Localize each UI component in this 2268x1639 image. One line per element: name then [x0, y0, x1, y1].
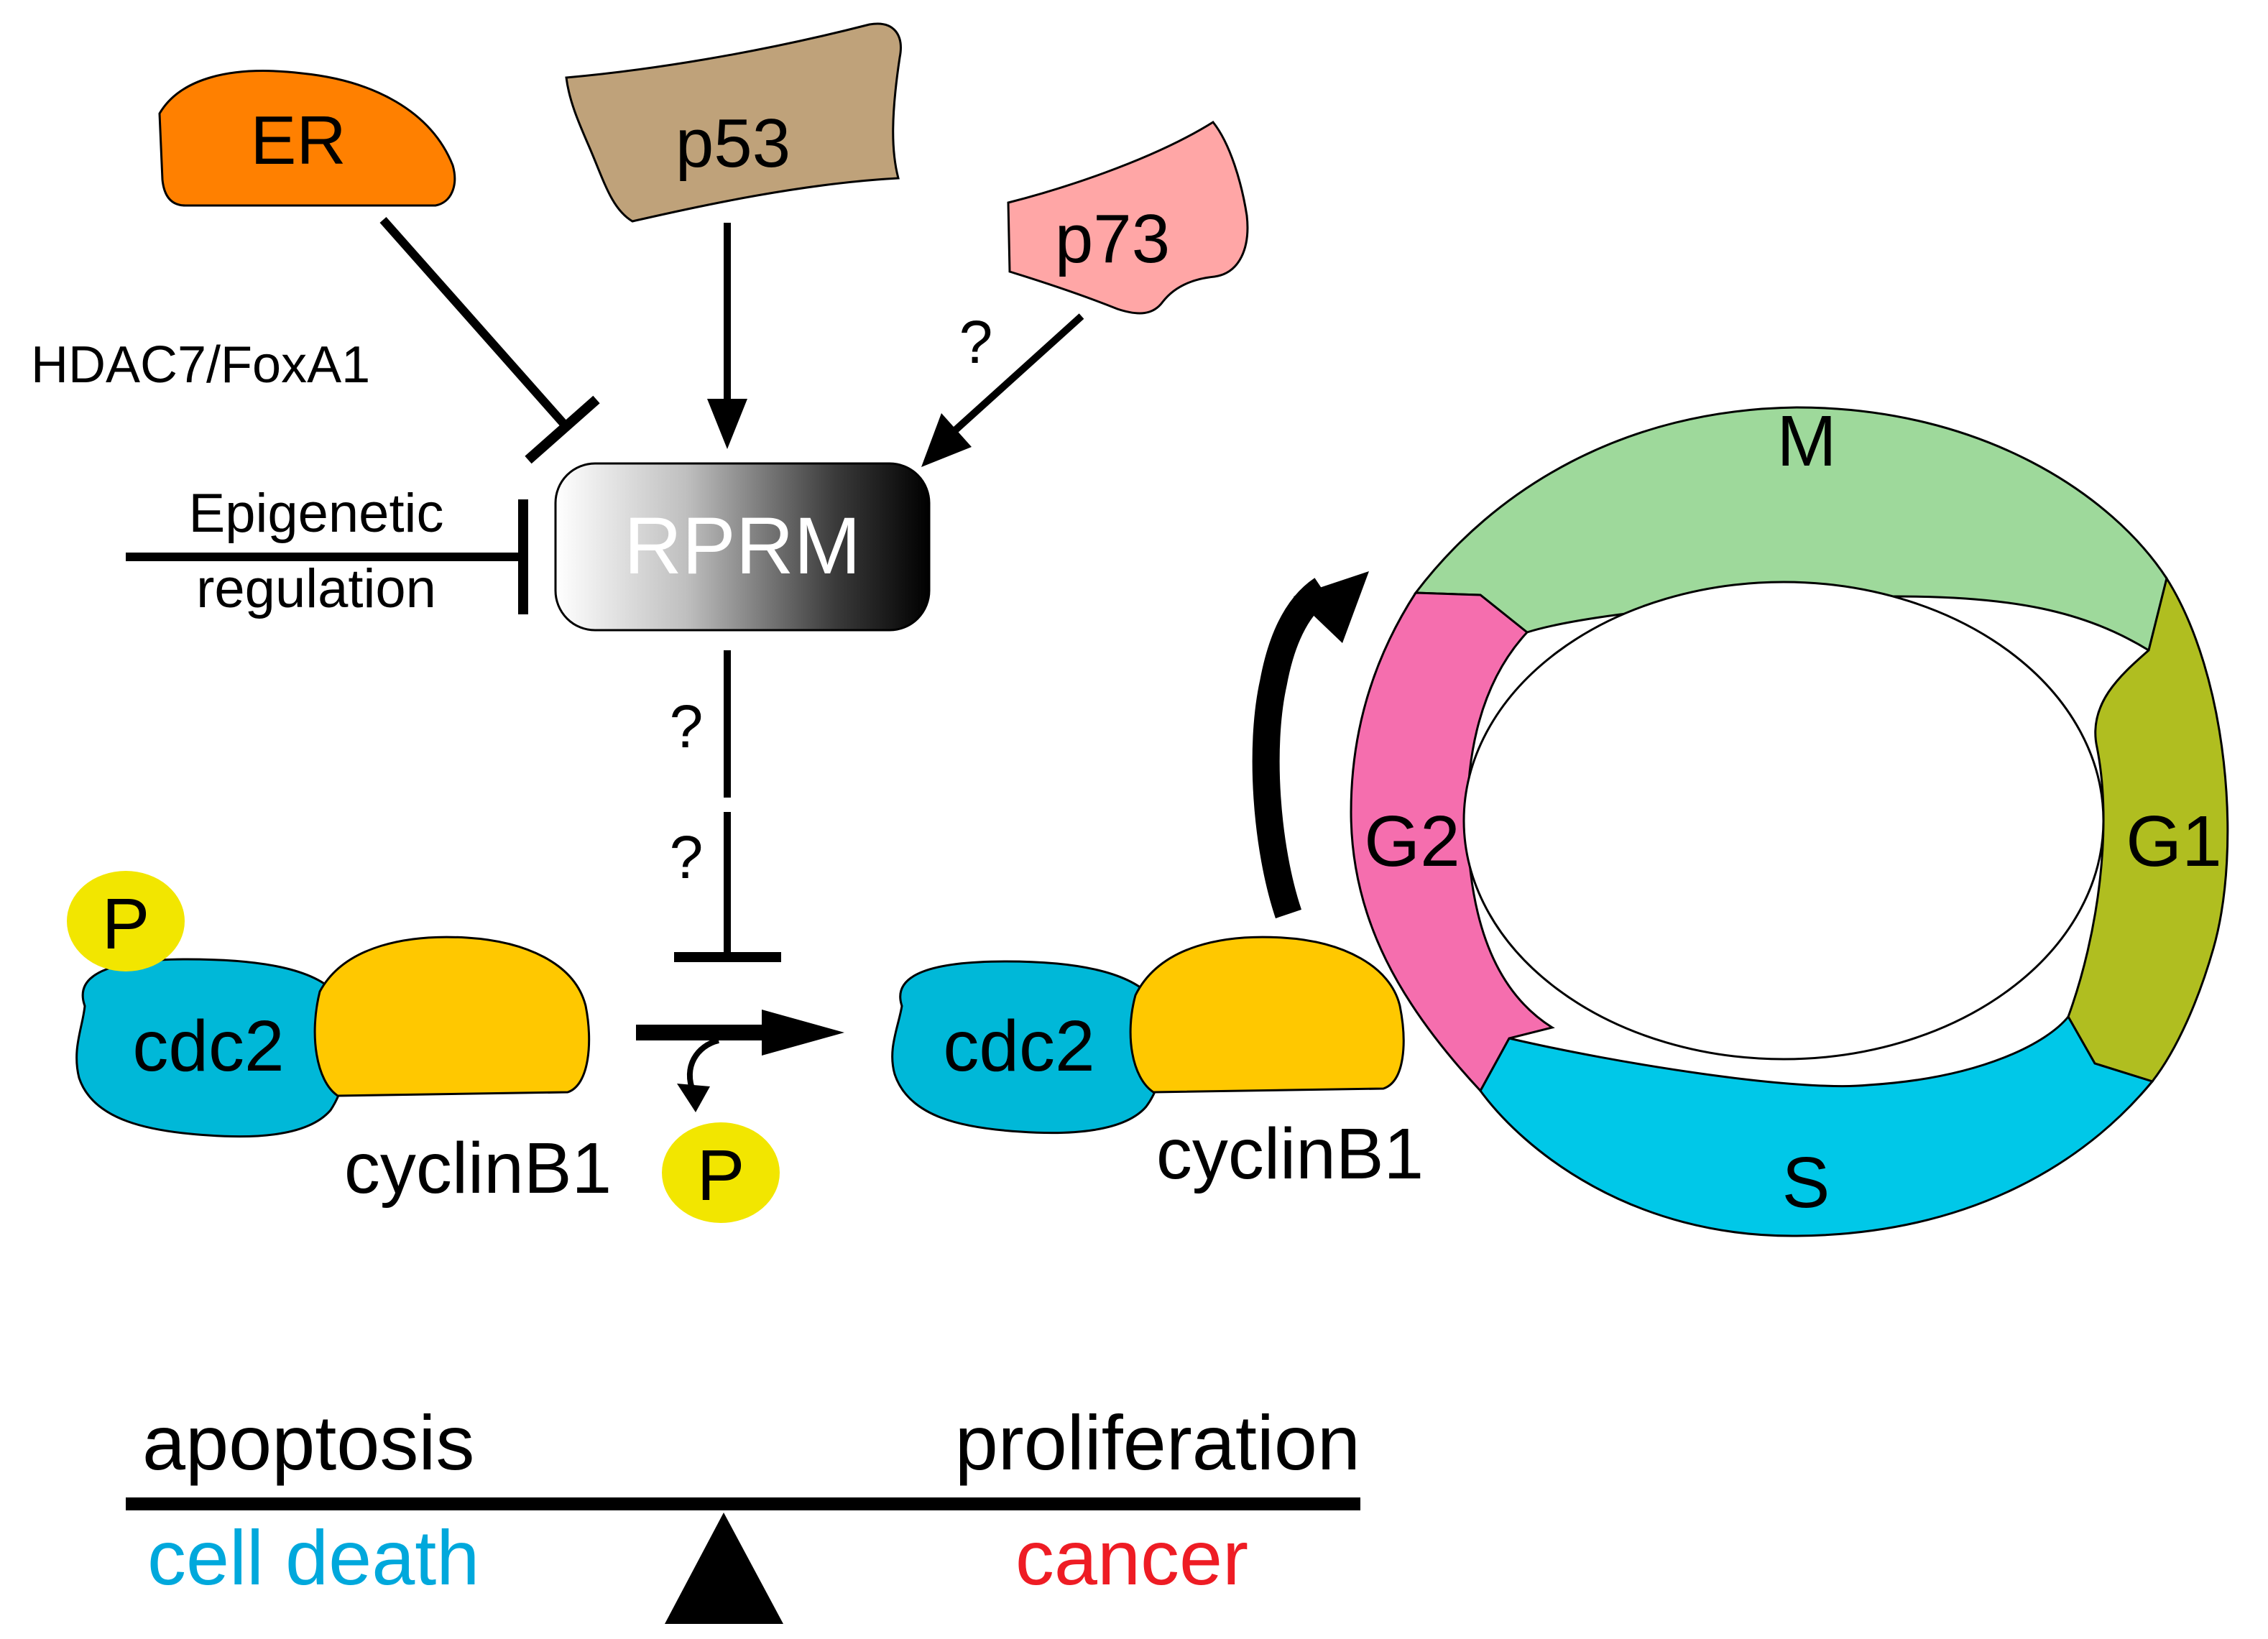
cyclinb1-label-inactive: cyclinB1 [344, 1128, 612, 1209]
rprm-uncertain-mark-lower: ? [670, 823, 704, 891]
phosphate-bound-label: P [102, 884, 150, 964]
dephosphorylation-arrow [636, 1010, 844, 1112]
phase-g2-segment [1350, 591, 1555, 1093]
cancer-label: cancer [1015, 1514, 1248, 1601]
phosphate-released: P [662, 1122, 780, 1223]
p73-label: p73 [1055, 200, 1170, 277]
phase-s-label: S [1782, 1142, 1830, 1223]
p73-uncertain-mark: ? [959, 308, 993, 376]
p73-protein: p73 [1007, 121, 1249, 315]
g2-m-progression-arrow [1252, 571, 1369, 919]
cyclinb1-label-active: cyclinB1 [1156, 1114, 1424, 1194]
phosphate-released-label: P [697, 1135, 745, 1216]
rprm-protein: RPRM [554, 462, 931, 632]
phase-g2-label: G2 [1364, 801, 1460, 882]
phase-g1-label: G1 [2126, 801, 2221, 882]
p53-protein: p53 [565, 22, 902, 223]
er-label: ER [250, 102, 346, 179]
p53-activation-arrow [707, 223, 747, 449]
cdc2-cyclinb1-active-complex: cdc2 cyclinB1 [891, 936, 1424, 1194]
phase-m-label: M [1776, 401, 1836, 481]
cell-death-label: cell death [147, 1514, 479, 1601]
phosphate-bound [67, 871, 185, 971]
rprm-inhibition-arrow [674, 650, 781, 962]
cdc2-cyclinb1-phosphorylated-complex: cdc2 P cyclinB1 [67, 871, 612, 1209]
proliferation-label: proliferation [955, 1399, 1360, 1486]
rprm-label: RPRM [624, 501, 861, 591]
cell-cycle-ring: M G1 S G2 [1350, 401, 2229, 1237]
er-protein: ER [158, 70, 456, 207]
hdac7-foxa1-label: HDAC7/FoxA1 [31, 336, 370, 394]
cdc2-label-inactive: cdc2 [132, 1006, 284, 1086]
epigenetic-label: Epigenetic [189, 483, 444, 544]
p73-activation-arrow [921, 313, 1084, 467]
cdc2-label-active: cdc2 [943, 1006, 1094, 1086]
epigenetic-inhibition-arrow [126, 499, 528, 614]
er-inhibition-arrow [379, 217, 600, 464]
regulation-label: regulation [196, 558, 436, 619]
p53-label: p53 [676, 105, 790, 182]
balance-scale: apoptosis proliferation cell death cance… [126, 1399, 1360, 1624]
apoptosis-label: apoptosis [142, 1399, 474, 1486]
cell-cycle-center [1462, 581, 2105, 1061]
phase-s-segment [1479, 1015, 2154, 1237]
rprm-uncertain-mark-upper: ? [670, 693, 704, 760]
balance-fulcrum [665, 1513, 783, 1624]
